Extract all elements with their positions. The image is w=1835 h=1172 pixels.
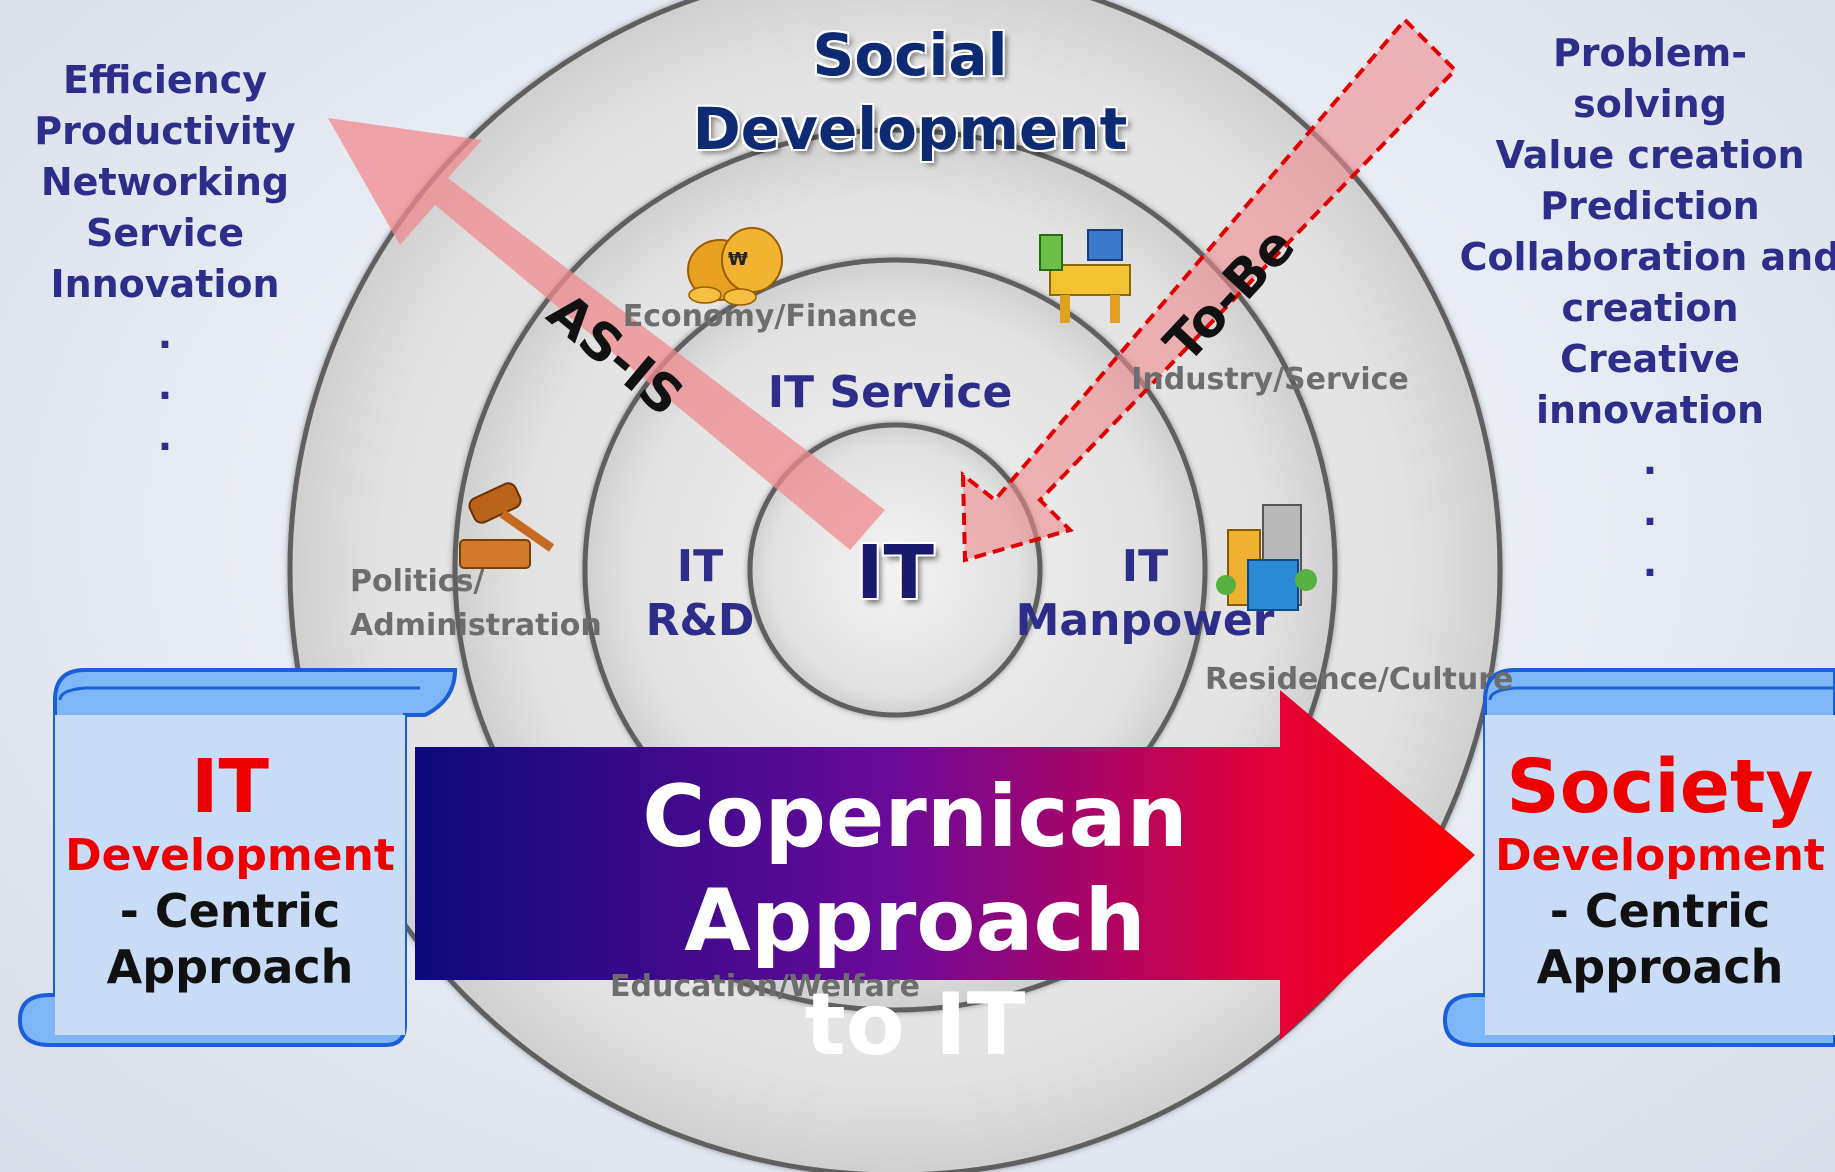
right-list-item: Value creation xyxy=(1495,133,1805,177)
right-scroll-line: Development xyxy=(1495,830,1825,881)
left-list-item: Networking xyxy=(40,160,290,204)
right-list-item: innovation xyxy=(1536,388,1764,432)
core-it-label: IT xyxy=(855,530,934,616)
copernican-banner-text: Copernican Approach to IT xyxy=(415,765,1415,1077)
domain-industry: Industry/Service xyxy=(1131,362,1409,397)
left-scroll-line: - Centric xyxy=(119,884,341,938)
left-scroll-line: IT xyxy=(190,744,269,830)
right-benefit-list: Problem- solving Value creation Predicti… xyxy=(1440,28,1835,589)
right-scroll-text: Society Development - Centric Approach xyxy=(1490,745,1830,995)
left-scroll-line: Approach xyxy=(106,940,354,994)
domain-residence: Residence/Culture xyxy=(1205,662,1514,697)
right-list-item: solving xyxy=(1573,82,1727,126)
left-list-item: Innovation xyxy=(50,262,280,306)
ellipsis-dot: . xyxy=(157,364,173,408)
ring-it-service: IT Service xyxy=(767,367,1013,418)
domain-economy: Economy/Finance xyxy=(622,299,918,334)
right-scroll-line: Society xyxy=(1506,744,1814,830)
right-list-item: Collaboration and xyxy=(1459,235,1835,279)
left-scroll-line: Development xyxy=(65,830,395,881)
domain-education: Education/Welfare xyxy=(610,969,920,1004)
svg-text:₩: ₩ xyxy=(728,249,748,270)
copernican-arrow xyxy=(415,690,1475,1040)
left-scroll xyxy=(17,668,458,1047)
left-list-item: Service xyxy=(86,211,244,255)
money-bags-icon: ₩ xyxy=(687,227,783,306)
domain-politics: Politics/Administration xyxy=(350,564,602,643)
gavel-icon xyxy=(459,482,555,569)
ellipsis-dot: . xyxy=(157,313,173,357)
ellipsis-dot: . xyxy=(1642,541,1658,585)
city-buildings-icon xyxy=(1216,504,1317,611)
right-list-item: creation xyxy=(1561,286,1739,330)
right-list-item: Problem- xyxy=(1552,31,1748,75)
right-scroll-line: Approach xyxy=(1536,940,1784,994)
ellipsis-dot: . xyxy=(1642,490,1658,534)
banner-line: Copernican Approach xyxy=(642,767,1188,971)
ellipsis-dot: . xyxy=(1642,439,1658,483)
left-scroll-text: IT Development - Centric Approach xyxy=(60,745,400,995)
left-benefit-list: Efficiency Productivity Networking Servi… xyxy=(20,55,310,463)
right-list-item: Prediction xyxy=(1540,184,1760,228)
ellipsis-dot: . xyxy=(157,415,173,459)
right-list-item: Creative xyxy=(1560,337,1740,381)
right-scroll xyxy=(1442,668,1835,1047)
banner-line: to IT xyxy=(804,975,1026,1075)
left-list-item: Productivity xyxy=(34,109,296,153)
as-is-arrow xyxy=(328,118,885,550)
office-desk-icon xyxy=(1039,229,1131,323)
right-scroll-line: - Centric xyxy=(1549,884,1771,938)
to-be-arrow xyxy=(960,17,1458,563)
left-list-item: Efficiency xyxy=(62,58,267,102)
